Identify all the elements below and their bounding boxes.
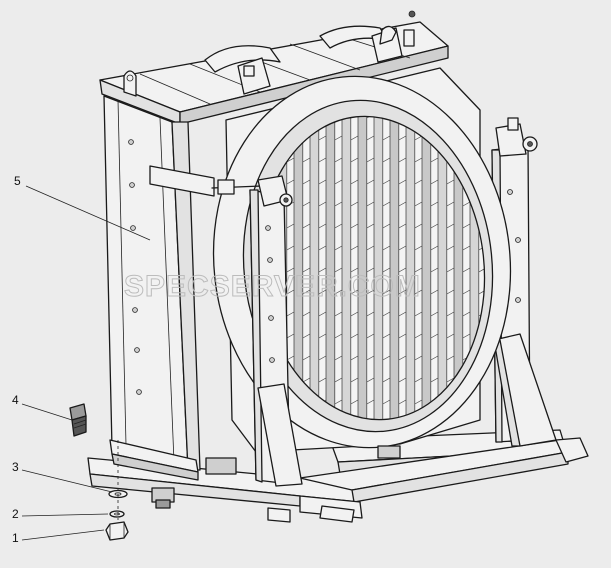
left-support-bracket	[249, 189, 303, 487]
callout-labels: 5 4 3 2 1	[12, 174, 21, 545]
fan-shroud	[212, 67, 512, 453]
callout-2: 2	[12, 507, 19, 521]
part-bolt-4	[69, 403, 87, 437]
watermark: SPECSERVER.COM	[124, 270, 421, 303]
part-lock-washer-2	[109, 510, 125, 518]
drain-fitting	[151, 445, 401, 509]
callout-4: 4	[12, 393, 19, 407]
top-mounts	[237, 10, 416, 95]
base-frame	[87, 429, 589, 523]
tie-rods	[211, 117, 538, 207]
part-nut-1	[105, 521, 129, 541]
callout-1: 1	[12, 531, 19, 545]
callout-3: 3	[12, 460, 19, 474]
callout-5: 5	[14, 174, 21, 188]
leader-lines	[21, 185, 151, 541]
